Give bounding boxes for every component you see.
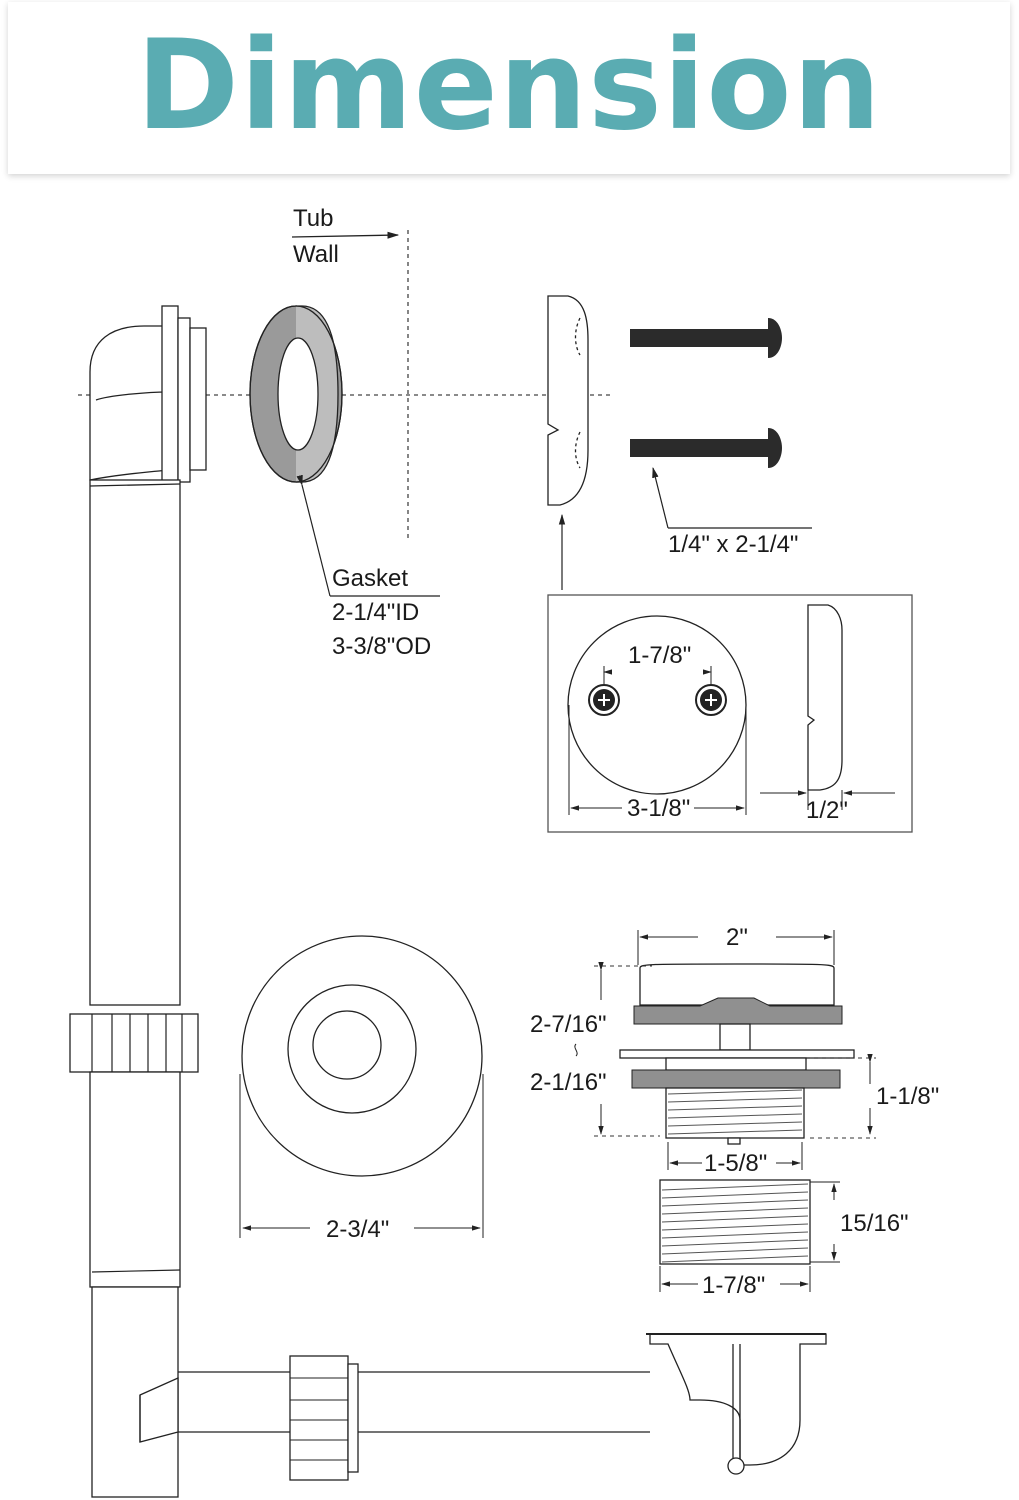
drain-flange-top: 2-3/4" xyxy=(239,935,484,1243)
flange-diameter-label: 2-3/4" xyxy=(326,1216,389,1243)
overflow-pipe-assembly xyxy=(69,305,207,1498)
plate-thickness-label: 1/2" xyxy=(806,797,848,824)
thread-width-label: 1-5/8" xyxy=(704,1150,767,1177)
stopper-top-label: 2" xyxy=(726,924,748,951)
gasket: Gasket 2-1/4"ID 3-3/8"OD xyxy=(249,305,440,660)
stopper-height-max-label: 2-7/16" xyxy=(530,1011,607,1038)
nut-height-label: 15/16" xyxy=(840,1210,909,1237)
tub-label: Tub xyxy=(293,205,333,232)
gasket-label: Gasket xyxy=(332,565,408,592)
bolts: 1/4" x 2-1/4" xyxy=(630,318,812,558)
page-title: Dimension xyxy=(136,14,882,158)
plate-diameter-label-text: 3-1/8" xyxy=(627,795,690,822)
face-plate-detail-box: 1-7/8" 3-1/8" 1/2" xyxy=(547,594,913,833)
wall-label: Wall xyxy=(293,241,339,268)
hole-spacing-label: 1-7/8" xyxy=(628,642,691,669)
stopper-height-min-label: 2-1/16" xyxy=(530,1069,607,1096)
threaded-nut: 15/16" 1-7/8" xyxy=(659,1179,909,1299)
bolt-size-label: 1/4" x 2-1/4" xyxy=(668,531,798,558)
thread-height-label: 1-1/8" xyxy=(876,1083,939,1110)
stopper-side: 2" 2-7/16" 2-1/16" 1-1/8" 1 xyxy=(530,924,939,1177)
gasket-id-label: 2-1/4"ID xyxy=(332,599,419,626)
face-plate-side xyxy=(547,295,589,590)
tub-wall-reference: Tub Wall xyxy=(78,205,612,540)
waste-shoe-assembly xyxy=(139,1333,827,1481)
title-banner: Dimension xyxy=(8,2,1010,174)
nut-width-label: 1-7/8" xyxy=(702,1272,765,1299)
gasket-od-label: 3-3/8"OD xyxy=(332,633,431,660)
